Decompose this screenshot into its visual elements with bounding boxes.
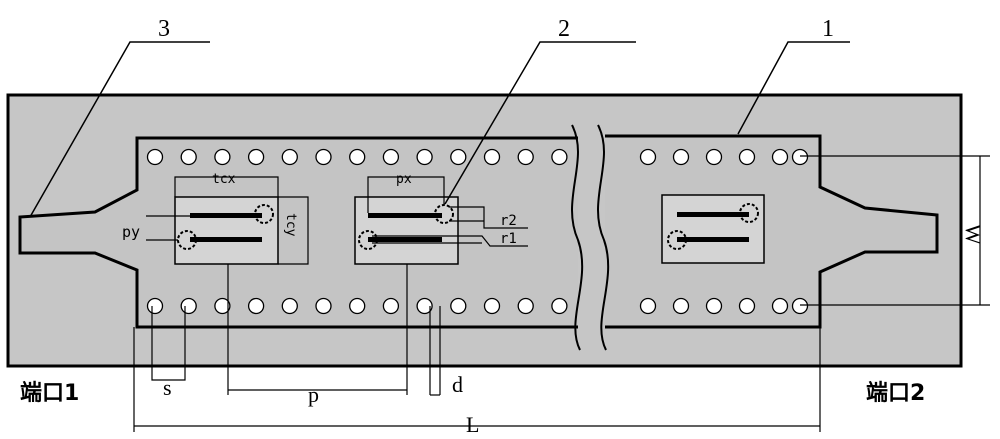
label-tcy: tcy (283, 213, 298, 237)
via-hole (674, 150, 689, 165)
via-hole (249, 150, 264, 165)
via-hole (674, 299, 689, 314)
via-hole (641, 299, 656, 314)
via-hole (552, 150, 567, 165)
via-hole (707, 299, 722, 314)
via-hole (552, 299, 567, 314)
via-hole (518, 150, 533, 165)
via-hole (316, 299, 331, 314)
via-hole (773, 299, 788, 314)
via-hole (641, 150, 656, 165)
label-W: W (961, 224, 986, 245)
via-hole (282, 150, 297, 165)
label-p: p (308, 382, 319, 407)
via-hole (215, 150, 230, 165)
callout-1: 1 (822, 16, 834, 42)
callout-3: 3 (158, 16, 170, 42)
via-hole (707, 150, 722, 165)
via-hole (793, 150, 808, 165)
slot-cell-3 (662, 195, 764, 263)
via-hole (249, 299, 264, 314)
label-d: d (452, 372, 463, 397)
via-hole (451, 299, 466, 314)
via-hole (282, 299, 297, 314)
label-px: px (396, 172, 412, 187)
label-py: py (122, 223, 140, 241)
via-hole (383, 150, 398, 165)
via-hole (451, 150, 466, 165)
via-hole (181, 299, 196, 314)
label-s: s (163, 375, 172, 400)
via-hole (773, 150, 788, 165)
via-hole (740, 299, 755, 314)
via-hole (350, 299, 365, 314)
via-hole (485, 150, 500, 165)
slot-cell-2 (355, 197, 458, 264)
via-hole (148, 299, 163, 314)
port2-label: 端口2 (866, 381, 925, 406)
slot-cell-1 (175, 197, 278, 264)
via-hole (148, 150, 163, 165)
port1-label: 端口1 (20, 381, 79, 406)
callout-2: 2 (558, 16, 570, 42)
via-hole (485, 299, 500, 314)
via-hole (417, 150, 432, 165)
via-hole (316, 150, 331, 165)
via-hole (740, 150, 755, 165)
via-hole (181, 150, 196, 165)
label-r1: r1 (500, 231, 517, 247)
label-L: L (466, 412, 479, 437)
via-hole (793, 299, 808, 314)
via-hole (518, 299, 533, 314)
via-hole (350, 150, 365, 165)
label-tcx: tcx (212, 172, 236, 187)
via-hole (383, 299, 398, 314)
label-r2: r2 (500, 213, 517, 229)
